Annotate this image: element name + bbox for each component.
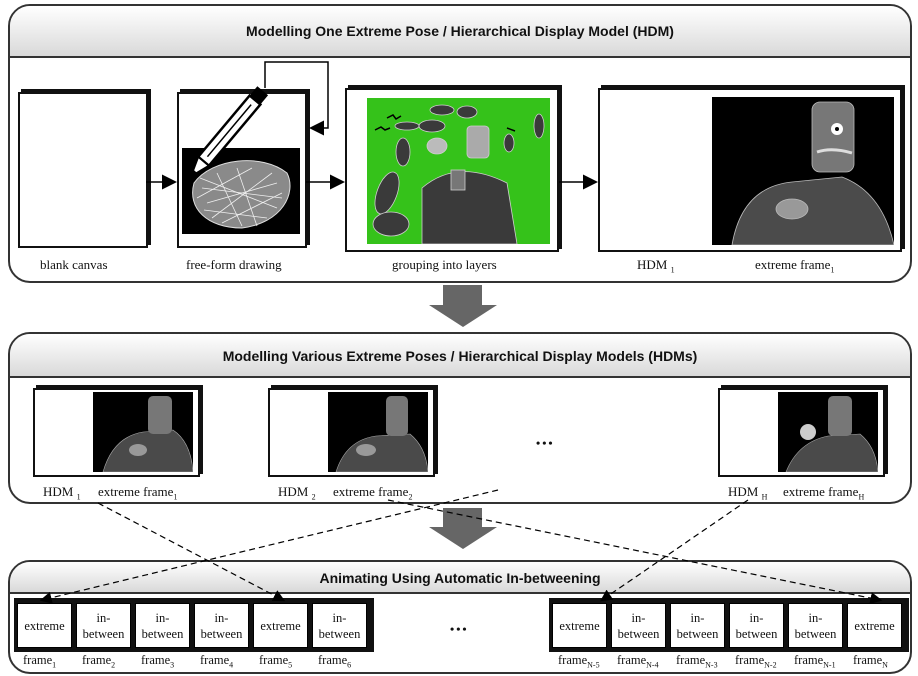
left-frame-cell-text: in- (155, 610, 170, 625)
panel-animating-title: Animating Using Automatic In-betweening (10, 562, 910, 594)
extreme-frame-image (712, 97, 894, 245)
hdm-1-image (93, 392, 193, 472)
left-frame-cell-text-2: between (82, 626, 125, 641)
left-frame-cell-text: in- (214, 610, 229, 625)
panel3-ellipsis: ••• (450, 622, 469, 636)
right-frame-label: frameN (853, 653, 888, 670)
right-frame-cell-text-2: between (735, 626, 778, 641)
layers-parts (372, 104, 545, 244)
left-frame-label: frame1 (23, 653, 57, 670)
left-frame-cell-text: extreme (260, 618, 301, 633)
hdm-1-extreme-label: extreme frame1 (98, 484, 178, 502)
left-frame-label: frame3 (141, 653, 175, 670)
right-frame-cell: in-between (788, 603, 843, 648)
grouping-label: grouping into layers (392, 257, 497, 272)
left-frame-cell: in-between (312, 603, 367, 648)
right-frame-cell-text: extreme (854, 618, 895, 633)
right-frame-label: frameN-5 (558, 653, 600, 670)
left-frame-cell: in-between (135, 603, 190, 648)
extreme-frame-label: extreme frame1 (755, 257, 835, 275)
blank-canvas-card (18, 92, 148, 248)
hdm-label: HDM 1 (637, 257, 675, 275)
right-frame-label: frameN-1 (794, 653, 836, 670)
panel2-ellipsis: ••• (536, 436, 555, 450)
left-frame-cell: extreme (253, 603, 308, 648)
right-frame-cell-text: in- (690, 610, 705, 625)
right-frame-cell: in-between (670, 603, 725, 648)
hdm-2-label: HDM 2 (278, 484, 316, 502)
layers-image (367, 98, 550, 244)
hdm-2-extreme-label: extreme frame2 (333, 484, 413, 502)
left-frame-cell-text: in- (332, 610, 347, 625)
left-frame-cell: in-between (194, 603, 249, 648)
freeform-drawing-image (182, 148, 300, 234)
right-frame-cell-text: in- (631, 610, 646, 625)
hdm-2-image (328, 392, 428, 472)
right-frame-label: frameN-4 (617, 653, 659, 670)
left-frame-label: frame6 (318, 653, 352, 670)
left-frame-label: frame5 (259, 653, 293, 670)
left-frame-cell: extreme (17, 603, 72, 648)
right-frame-cell-text: in- (749, 610, 764, 625)
hdm-h-image (778, 392, 878, 472)
panel-various-hdms-title: Modelling Various Extreme Poses / Hierar… (10, 334, 910, 378)
right-frame-label: frameN-3 (676, 653, 718, 670)
right-frame-cell-text-2: between (676, 626, 719, 641)
left-frame-cell-text: in- (96, 610, 111, 625)
hdm-h-label: HDM H (728, 484, 768, 502)
right-frame-cell-text-2: between (794, 626, 837, 641)
freeform-label: free-form drawing (186, 257, 282, 272)
right-frame-cell: extreme (552, 603, 607, 648)
hdm-h-extreme-label: extreme frameH (783, 484, 865, 502)
right-frame-cell: in-between (611, 603, 666, 648)
left-frame-cell: in-between (76, 603, 131, 648)
right-frame-cell-text: in- (808, 610, 823, 625)
scribble-shape (192, 160, 291, 229)
left-frame-cell-text-2: between (141, 626, 184, 641)
left-frame-cell-text: extreme (24, 618, 65, 633)
right-frame-cell-text: extreme (559, 618, 600, 633)
left-frame-cell-text-2: between (318, 626, 361, 641)
blank-canvas-label: blank canvas (40, 257, 108, 272)
left-frame-cell-text-2: between (200, 626, 243, 641)
character-figure (731, 101, 894, 245)
down-arrow-1 (429, 285, 497, 327)
left-frame-label: frame4 (200, 653, 234, 670)
right-frame-cell: in-between (729, 603, 784, 648)
down-arrow-2 (429, 508, 497, 549)
hdm-1-label: HDM 1 (43, 484, 81, 502)
panel-single-hdm-title: Modelling One Extreme Pose / Hierarchica… (10, 6, 910, 58)
right-frame-cell: extreme (847, 603, 902, 648)
right-frame-cell-text-2: between (617, 626, 660, 641)
right-frame-label: frameN-2 (735, 653, 777, 670)
left-frame-label: frame2 (82, 653, 116, 670)
